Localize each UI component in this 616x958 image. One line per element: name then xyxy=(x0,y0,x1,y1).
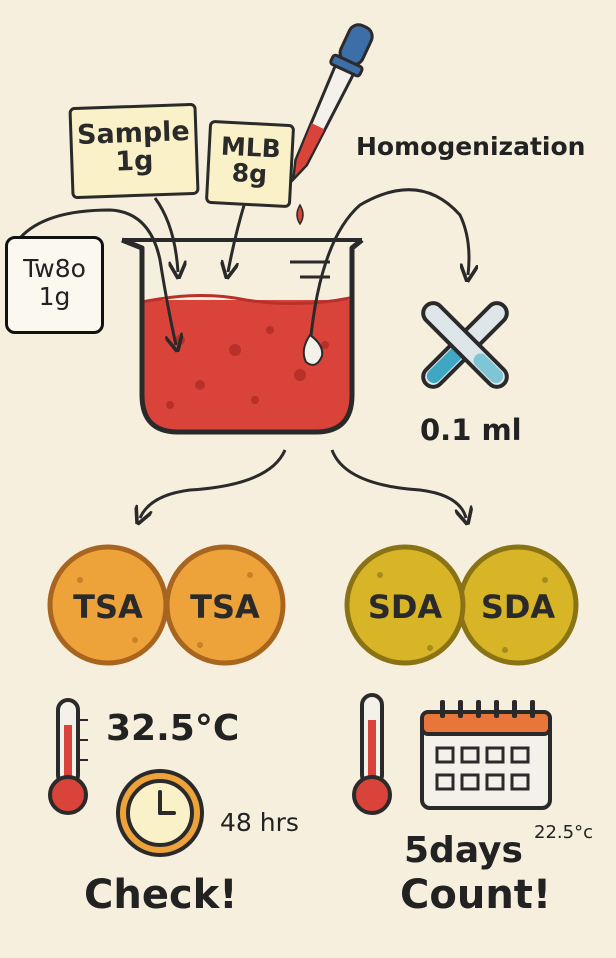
thermometer-icon-right xyxy=(352,693,392,815)
tween-label: Tw8o xyxy=(23,254,86,283)
homogenization-label: Homogenization xyxy=(356,132,586,161)
tsa-time: 48 hrs xyxy=(220,808,299,837)
dropper-icon xyxy=(291,23,374,226)
mlb-amount: 8g xyxy=(231,158,268,190)
tsa-temperature: 32.5°C xyxy=(106,708,240,749)
tsa-plate-pair xyxy=(47,544,286,666)
sda-plate-pair xyxy=(344,544,579,666)
sample-amount: 1g xyxy=(114,145,154,178)
sda-label-a: SDA xyxy=(367,588,443,626)
transfer-volume-label: 0.1 ml xyxy=(420,413,522,447)
tsa-label-b: TSA xyxy=(190,588,260,626)
sda-time: 5days xyxy=(404,830,523,871)
test-tubes-icon xyxy=(421,301,509,389)
tween-input-box: Tw8o 1g xyxy=(5,236,104,334)
mlb-input-box: MLB 8g xyxy=(204,119,296,209)
beaker-icon xyxy=(121,237,364,435)
sda-temperature: 22.5°c xyxy=(534,822,593,843)
sda-label-b: SDA xyxy=(480,588,556,626)
tsa-label-a: TSA xyxy=(73,588,143,626)
tsa-action: Check! xyxy=(84,872,238,918)
tween-amount: 1g xyxy=(38,281,71,311)
thermometer-icon xyxy=(48,698,88,815)
clock-icon xyxy=(116,769,204,857)
sda-action: Count! xyxy=(400,872,552,918)
calendar-icon xyxy=(420,700,552,810)
sample-input-box: Sample 1g xyxy=(68,102,200,200)
